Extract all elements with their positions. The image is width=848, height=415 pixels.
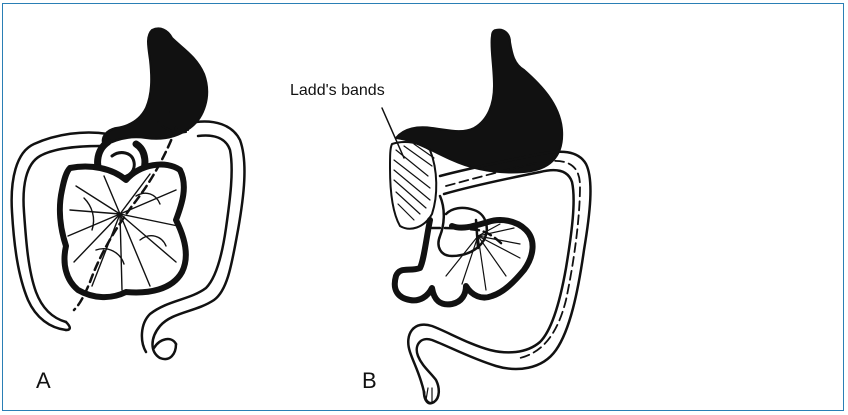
panel-label-a: A — [36, 368, 51, 394]
panel-b-stomach — [396, 30, 562, 173]
ladds-bands-label: Ladd's bands — [290, 82, 385, 100]
panel-b-band-hatching — [394, 144, 434, 220]
panel-a-drawing — [12, 28, 245, 359]
panel-b-drawing — [382, 30, 590, 404]
panel-label-b: B — [362, 368, 377, 394]
panel-a-stomach — [103, 28, 207, 146]
panel-b-small-bowel — [395, 220, 533, 304]
